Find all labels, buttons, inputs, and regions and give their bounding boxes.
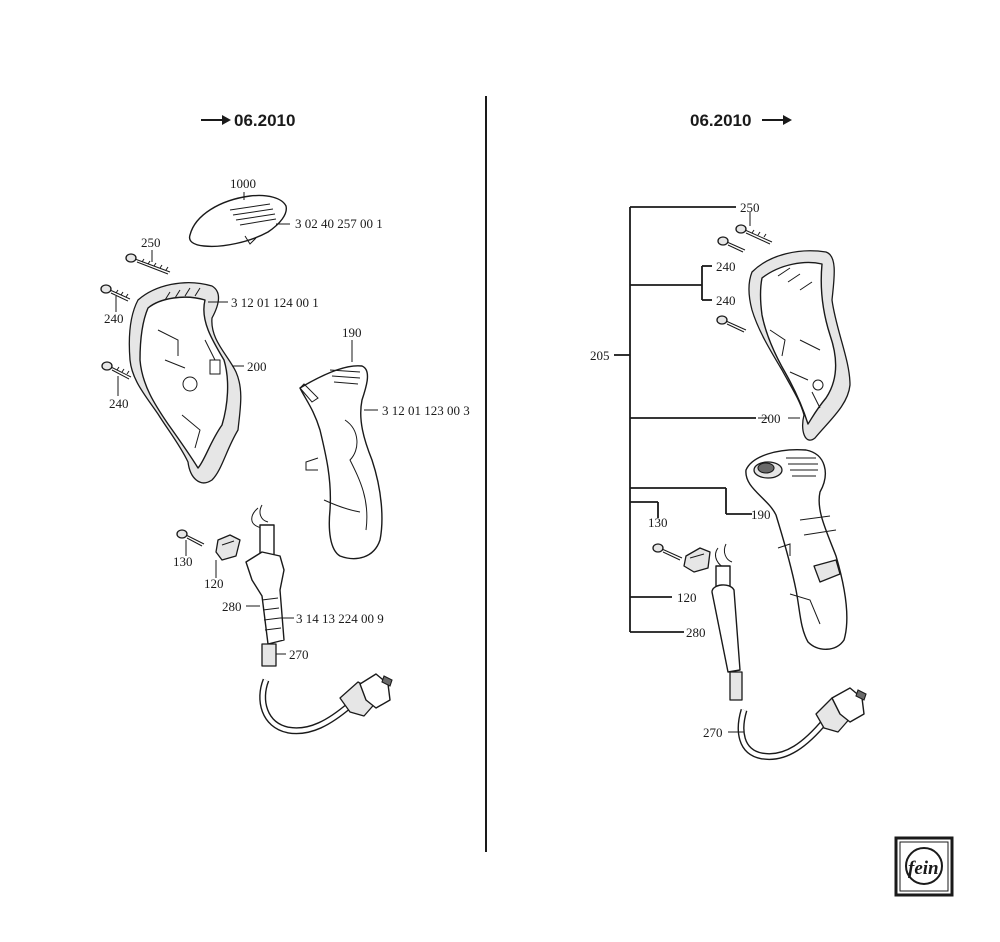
part-120-clamp-left (215, 534, 241, 561)
fein-logo: fein (894, 836, 954, 897)
screw-240-right-b (716, 315, 747, 333)
part-270-cord-right (737, 687, 867, 761)
header-left-text: 06.2010 (234, 111, 295, 130)
label-130-right: 130 (648, 515, 668, 530)
screw-130-right (652, 543, 683, 561)
label-120-left: 120 (204, 576, 224, 591)
code-190-left: 3 12 01 123 00 3 (382, 403, 470, 418)
screw-240-left-a (100, 284, 131, 302)
part-1000-cap (188, 194, 287, 248)
label-205-right: 205 (590, 348, 610, 363)
label-200-right: 200 (761, 411, 781, 426)
header-right-text: 06.2010 (690, 111, 751, 130)
labels-right: 250 240 240 205 200 190 130 120 280 270 (590, 200, 781, 740)
part-200-housing-left (128, 282, 242, 484)
part-270-cord-left (259, 673, 393, 735)
label-130-left: 130 (173, 554, 193, 569)
code-1000-left: 3 02 40 257 00 1 (295, 216, 383, 231)
label-250-right: 250 (740, 200, 760, 215)
part-190-handle-left (299, 365, 383, 560)
part-120-clamp-right (683, 547, 711, 573)
label-240b-left: 240 (109, 396, 129, 411)
label-190-left: 190 (342, 325, 362, 340)
label-270-right: 270 (703, 725, 723, 740)
leaders-right (728, 212, 800, 733)
fein-logo-text: fein (908, 858, 939, 879)
screw-250-left (125, 253, 171, 275)
screw-250-right (735, 224, 773, 245)
code-280-left: 3 14 13 224 00 9 (296, 611, 384, 626)
label-280-left: 280 (222, 599, 242, 614)
label-280-right: 280 (686, 625, 706, 640)
label-240b-right: 240 (716, 293, 736, 308)
screw-130-left (176, 529, 205, 547)
part-280-sleeve-left (245, 504, 285, 667)
label-240a-right: 240 (716, 259, 736, 274)
bracket-205 (614, 206, 756, 633)
label-1000-left: 1000 (230, 176, 256, 191)
part-200-housing-right (748, 250, 851, 441)
code-200-left: 3 12 01 124 00 1 (231, 295, 319, 310)
label-250-left: 250 (141, 235, 161, 250)
label-240a-left: 240 (104, 311, 124, 326)
screw-240-right-a (717, 236, 746, 253)
screw-240-left-b (101, 361, 132, 380)
leaders-left (115, 192, 378, 655)
label-190-right: 190 (751, 507, 771, 522)
label-200-left: 200 (247, 359, 267, 374)
part-190-handle-right (745, 448, 848, 650)
header-left: 06.2010 (201, 111, 295, 130)
part-280-sleeve-right (711, 543, 743, 701)
label-120-right: 120 (677, 590, 697, 605)
labels-left: 1000 3 02 40 257 00 1 250 3 12 01 124 00… (104, 176, 470, 662)
label-270-left: 270 (289, 647, 309, 662)
header-right: 06.2010 (690, 111, 792, 130)
